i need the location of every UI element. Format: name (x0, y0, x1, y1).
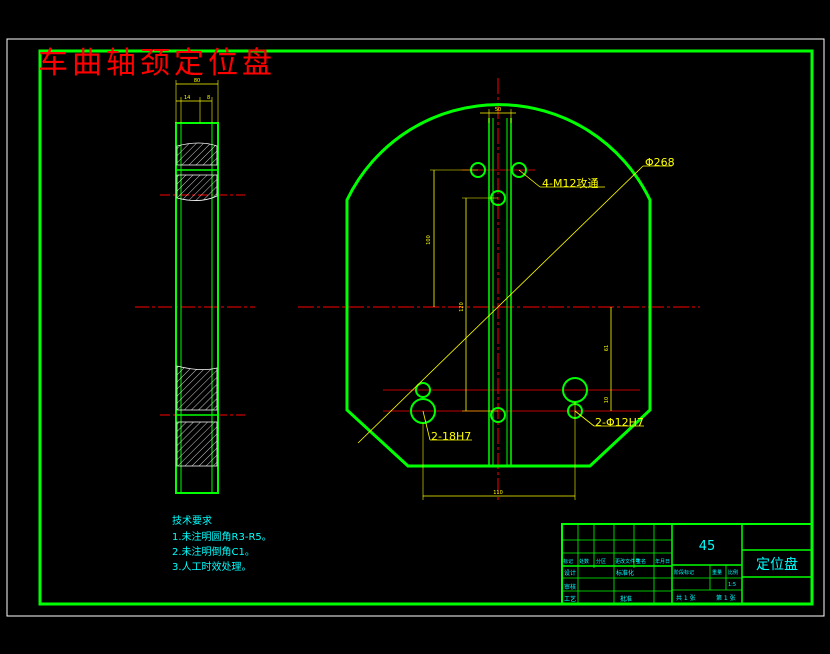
pin-holes-small-label: 2-Φ12H7 (595, 416, 644, 429)
tapped-leader (518, 169, 541, 188)
tb-standardize: 标准化 (616, 569, 634, 577)
dim-vertical-right-small: 10 (604, 397, 610, 403)
title-block-frame (561, 523, 813, 605)
tb-row-label: 年月日 (655, 558, 670, 565)
tech-item: 1.未注明圆角R3-R5。 (172, 530, 272, 543)
diameter-leader (357, 165, 644, 444)
tb-row-label: 分区 (596, 558, 606, 565)
tapped-hole (511, 162, 527, 178)
section-hatch (176, 421, 218, 467)
pin-leader (574, 410, 595, 427)
tech-requirements: 技术要求 1.未注明圆角R3-R5。 2.未注明倒角C1。 3.人工时效处理。 (172, 514, 272, 573)
front-view: 50 100 120 61 10 110 Φ268 4-M12攻通 2-18H7 (298, 78, 700, 500)
tb-weight: 重量 (712, 569, 722, 576)
tb-stage-mark: 阶段标记 (674, 569, 694, 576)
dim-vertical-mid: 120 (459, 302, 465, 312)
tb-row-label: 标记 (563, 558, 573, 565)
tb-ratio: 比例 (728, 569, 738, 576)
small-pin-hole (415, 382, 431, 398)
side-outline (175, 122, 219, 494)
tb-row-label: 处数 (579, 558, 589, 565)
pin-holes-large-label: 2-18H7 (431, 430, 471, 443)
tech-item: 3.人工时效处理。 (172, 560, 252, 573)
tech-heading: 技术要求 (172, 514, 212, 527)
drawing-border (38, 49, 814, 606)
dim-top-slot: 50 (495, 107, 501, 113)
tb-sheets-total: 共 1 张 (676, 594, 696, 602)
section-hatch (176, 365, 218, 411)
tb-review: 审核 (564, 583, 576, 591)
dim-bottom-width: 110 (493, 490, 503, 496)
tapped-hole (490, 407, 506, 423)
tapped-holes-label: 4-M12攻通 (542, 176, 598, 190)
plate-outline (345, 103, 652, 468)
diameter-label: Φ268 (645, 156, 675, 169)
tb-row-label: 更改文件号 (615, 558, 640, 565)
tech-item: 2.未注明倒角C1。 (172, 545, 255, 558)
side-view: 80 14 8 (135, 78, 255, 494)
drawing-title: 车曲轴颈定位盘 (38, 46, 276, 81)
tb-sheet-no: 第 1 张 (716, 594, 736, 602)
dim-vertical-100: 100 (426, 235, 432, 245)
dim-side-top: 80 (194, 78, 200, 84)
dim-vertical-right: 61 (604, 345, 610, 351)
tb-scale: 1:5 (728, 582, 736, 588)
title-block: 标记 处数 分区 更改文件号 签名 年月日 设计 标准化 审核 工艺 批准 阶段… (561, 523, 813, 605)
tb-process: 工艺 (564, 595, 576, 603)
dim-side-left: 14 (184, 95, 190, 101)
section-hatch (176, 174, 218, 201)
tb-part-name: 定位盘 (756, 556, 798, 573)
pin-leader (422, 410, 431, 441)
outer-frame (6, 38, 825, 617)
tb-design: 设计 (564, 569, 576, 577)
dim-side-right: 8 (207, 95, 210, 101)
tb-approve: 批准 (620, 595, 632, 603)
tb-material: 45 (699, 539, 716, 554)
tb-row-label: 签名 (636, 558, 646, 565)
section-hatch (176, 142, 218, 166)
